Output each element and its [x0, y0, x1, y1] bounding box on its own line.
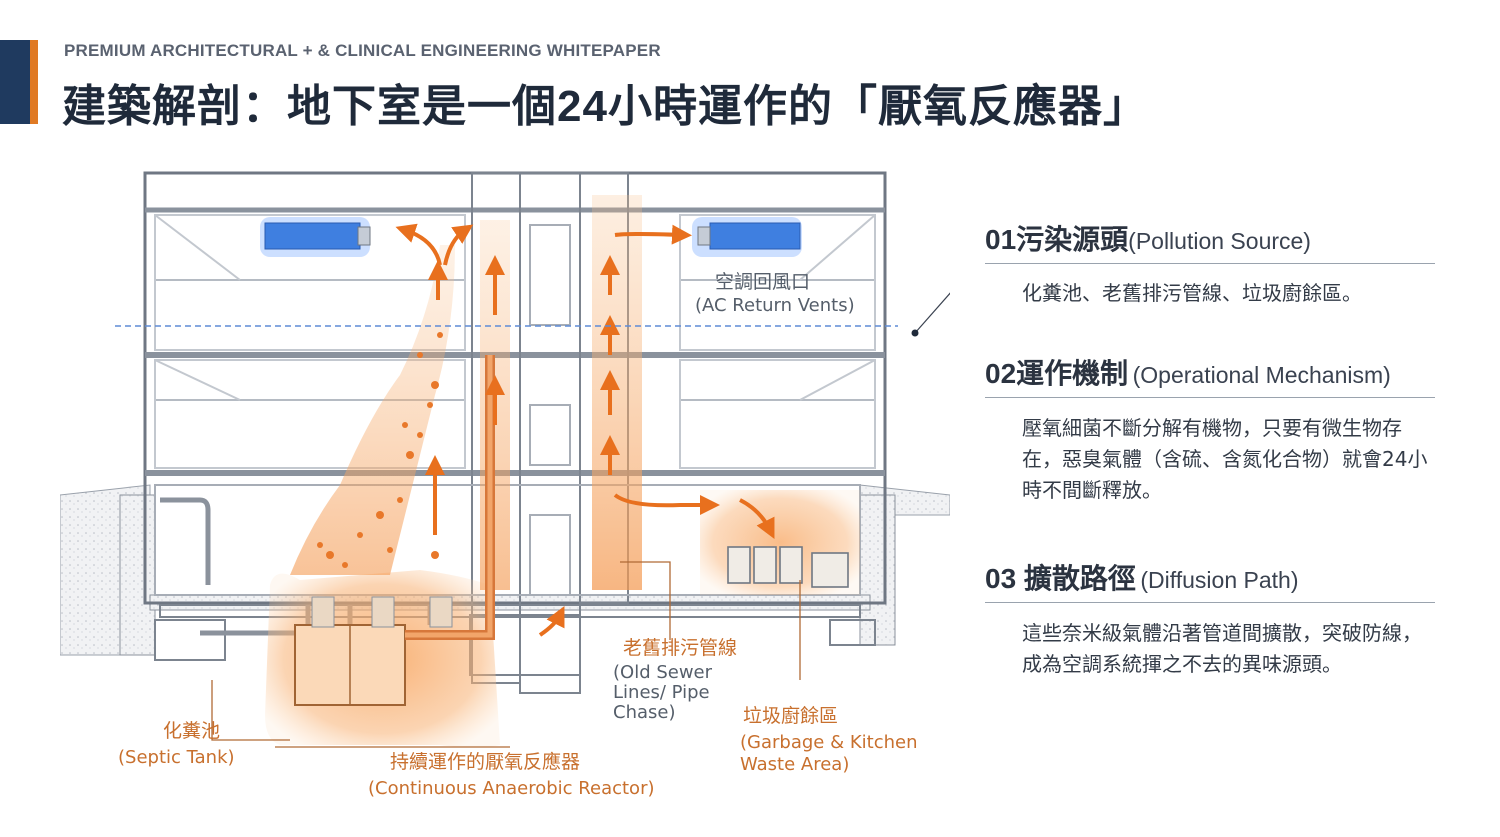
- ground: [59, 484, 951, 656]
- section-03-heading: 03 擴散路徑 (Diffusion Path): [985, 557, 1298, 597]
- page-title: 建築解剖：地下室是一個24小時運作的「厭氧反應器」: [62, 82, 1148, 131]
- sewer-label-en-1: (Old Sewer: [613, 662, 713, 683]
- section-03-title: 03 擴散路徑: [985, 563, 1136, 594]
- building-section-svg: [59, 171, 976, 748]
- section-02-subtitle: (Operational Mechanism): [1132, 362, 1391, 388]
- sewer-label-cn: 老舊排污管線: [623, 637, 738, 659]
- section-02-rule: [985, 397, 1435, 398]
- section-01-rule: [985, 263, 1435, 264]
- septic-label-en: (Septic Tank): [118, 747, 235, 768]
- section-01-heading: 01污染源頭(Pollution Source): [985, 218, 1311, 258]
- section-03-subtitle: (Diffusion Path): [1140, 567, 1299, 593]
- ac-vent-right: [692, 217, 802, 257]
- kicker-text: PREMIUM ARCHITECTURAL + & CLINICAL ENGIN…: [64, 41, 661, 60]
- garbage-label-en-2: Waste Area): [740, 754, 850, 775]
- building-diagram: 空調回風口 (AC Return Vents) 老舊排污管線 (Old Sewe…: [59, 155, 976, 825]
- section-03-rule: [985, 602, 1435, 603]
- accent-bar: [0, 40, 38, 124]
- ac-vents-label-en: (AC Return Vents): [695, 295, 855, 316]
- garbage-label-cn: 垃圾廚餘區: [743, 705, 839, 727]
- section-02-body: 壓氧細菌不斷分解有機物，只要有微生物存在，惡臭氣體（含硫、含氮化合物）就會24小…: [1022, 416, 1428, 502]
- section-02-heading: 02運作機制 (Operational Mechanism): [985, 352, 1391, 392]
- pointer-connector: [911, 264, 976, 337]
- garbage-bins: [727, 546, 849, 588]
- sewer-label-en-2: Lines/ Pipe: [613, 682, 710, 703]
- gas-molecules: [317, 332, 443, 568]
- section-01-body: 化糞池、老舊排污管線、垃圾廚餘區。: [1022, 281, 1362, 305]
- section-01-title: 01污染源頭: [985, 224, 1129, 255]
- reactor-label-cn: 持續運作的厭氧反應器: [390, 751, 581, 773]
- section-03-body: 這些奈米級氣體沿著管道間擴散，突破防線，成為空調系統揮之不去的異味源頭。: [1022, 621, 1422, 676]
- septic-label-cn: 化糞池: [163, 720, 221, 742]
- flow-arrows: [395, 223, 775, 637]
- leader-lines: [211, 561, 801, 748]
- ac-vent-left: [260, 217, 371, 257]
- ac-vents-label-cn: 空調回風口: [715, 271, 811, 293]
- reactor-label-en: (Continuous Anaerobic Reactor): [368, 778, 655, 799]
- section-02-title: 02運作機制: [985, 358, 1129, 389]
- section-01-subtitle: (Pollution Source): [1128, 228, 1311, 254]
- garbage-label-en-1: (Garbage & Kitchen: [740, 732, 918, 753]
- sewer-label-en-3: Chase): [613, 702, 676, 723]
- septic-tank: [294, 355, 495, 706]
